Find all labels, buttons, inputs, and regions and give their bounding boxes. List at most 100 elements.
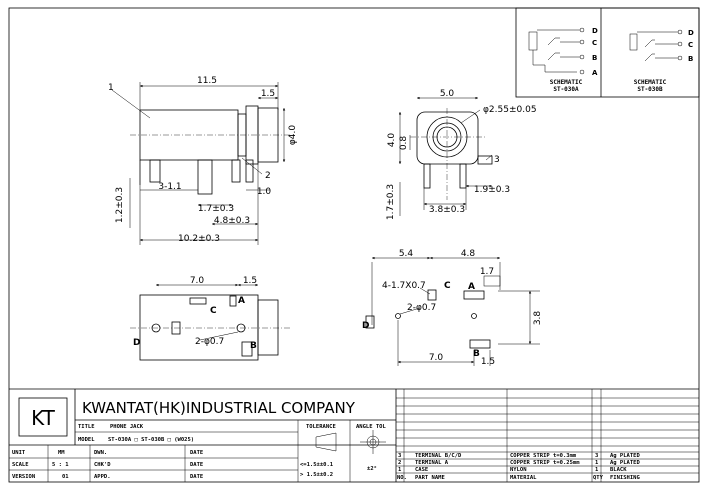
side-view: 11.5 1.5 φ4.0 3-1.1 1.0 1.7±0.3 4.8±0.3 … bbox=[108, 76, 298, 245]
part-row-3-material: NYLON bbox=[510, 467, 527, 473]
bottom-pin-c: C bbox=[210, 306, 217, 316]
schematic-a-model: ST-030A bbox=[553, 86, 579, 93]
pcb-dim-5-4: 5.4 bbox=[399, 249, 414, 259]
part-row-3-finish: BLACK bbox=[610, 467, 627, 473]
date-label-1: DATE bbox=[190, 450, 203, 456]
pcb-dim-hole: 2-φ0.7 bbox=[407, 303, 436, 313]
side-dim-3-1-1: 3-1.1 bbox=[158, 182, 181, 192]
front-dim-1-7: 1.7±0.3 bbox=[386, 184, 396, 220]
front-dim-5-0: 5.0 bbox=[440, 89, 455, 99]
date-label-3: DATE bbox=[190, 474, 203, 480]
side-dim-10-2: 10.2±0.3 bbox=[178, 234, 220, 244]
part-row-2-name: TERMINAL A bbox=[415, 460, 449, 466]
pcb-pin-a: A bbox=[468, 282, 475, 292]
bottom-pin-d: D bbox=[133, 338, 140, 348]
title-value: PHONE JACK bbox=[110, 424, 144, 430]
side-dim-1-2: 1.2±0.3 bbox=[115, 187, 125, 223]
parts-header-material: MATERIAL bbox=[510, 475, 537, 481]
schematic-a-pin-c: C bbox=[592, 39, 597, 47]
pcb-dim-1-5: 1.5 bbox=[481, 357, 495, 367]
projection-symbol bbox=[360, 430, 386, 454]
bottom-dim-7-0: 7.0 bbox=[190, 276, 205, 286]
schematic-b-pin-b: B bbox=[688, 55, 693, 63]
company-logo-box bbox=[18, 397, 68, 437]
bottom-pin-a: A bbox=[238, 296, 245, 306]
parts-header-name: PART NAME bbox=[415, 475, 445, 481]
tolerance-line-1: <=1.5±±0.1 bbox=[300, 462, 334, 468]
part-row-2-qty: 1 bbox=[595, 460, 599, 466]
pcb-dim-4-8: 4.8 bbox=[461, 249, 476, 259]
unit-value: MM bbox=[58, 450, 65, 456]
part-row-2-no: 2 bbox=[398, 460, 401, 466]
sheet-border bbox=[8, 7, 700, 483]
side-dim-1-0: 1.0 bbox=[257, 187, 272, 197]
front-view: 5.0 φ2.55±0.05 4.0 0.8 3 1.7±0.3 3.8±0.3… bbox=[386, 89, 537, 220]
angle-tol-label: ANGLE TOL bbox=[356, 424, 386, 430]
side-dim-1-7: 1.7±0.3 bbox=[198, 204, 234, 214]
pcb-dim-1-7: 1.7 bbox=[480, 267, 494, 277]
parts-header-no: NO. bbox=[397, 475, 407, 481]
part-row-1-material: COPPER STRIP t=0.3mm bbox=[510, 453, 577, 459]
bottom-dim-hole: 2-φ0.7 bbox=[195, 337, 224, 347]
schematic-b-pin-d: D bbox=[688, 29, 694, 37]
part-row-1-name: TERMINAL B/C/D bbox=[415, 453, 462, 459]
parts-header-qty: QTY bbox=[593, 475, 604, 481]
side-callout-1: 1 bbox=[108, 83, 114, 93]
bottom-dim-1-5: 1.5 bbox=[243, 276, 257, 286]
front-dim-3-8: 3.8±0.3 bbox=[429, 205, 465, 215]
tolerance-line-2: > 1.5±±0.2 bbox=[300, 472, 333, 478]
pcb-dim-slot: 4-1.7X0.7 bbox=[382, 281, 426, 291]
title-label: TITLE bbox=[78, 424, 95, 430]
side-dim-4-8: 4.8±0.3 bbox=[214, 216, 250, 226]
side-dim-diameter: φ4.0 bbox=[288, 125, 298, 146]
scale-label: SCALE bbox=[12, 462, 29, 468]
front-dim-4-0: 4.0 bbox=[387, 133, 397, 148]
part-row-2-material: COPPER STRIP t=0.25mm bbox=[510, 460, 580, 466]
pcb-layout: 5.4 4.8 1.7 4-1.7X0.7 C A D 2-φ0.7 B 3.8… bbox=[362, 249, 543, 367]
scale-value: 5 : 1 bbox=[52, 462, 69, 468]
schematic-a-label: SCHEMATIC bbox=[550, 79, 583, 86]
pcb-dim-7-0: 7.0 bbox=[429, 353, 444, 363]
pcb-dim-3-8: 3.8 bbox=[533, 311, 543, 326]
parts-header-finish: FINISHING bbox=[610, 475, 640, 481]
company-name: KWANTAT(HK)INDUSTRIAL COMPANY bbox=[82, 399, 356, 417]
part-row-3-name: CASE bbox=[415, 467, 428, 473]
schematic-a-pin-a: A bbox=[592, 69, 598, 77]
part-row-3-no: 1 bbox=[398, 467, 402, 473]
chkd-label: CHK'D bbox=[94, 462, 111, 468]
company-logo: KT bbox=[31, 406, 56, 430]
tolerance-taper-symbol bbox=[315, 432, 337, 452]
part-row-1-qty: 3 bbox=[595, 453, 598, 459]
pcb-pin-b: B bbox=[473, 349, 480, 359]
parts-table: 3 TERMINAL B/C/D COPPER STRIP t=0.3mm 3 … bbox=[396, 389, 699, 482]
part-row-1-no: 3 bbox=[398, 453, 401, 459]
front-dim-0-8: 0.8 bbox=[399, 136, 409, 151]
appd-label: APPD. bbox=[94, 474, 111, 480]
unit-label: UNIT bbox=[12, 450, 26, 456]
schematic-panel: D C B A SCHEMATIC ST-030A D C B SCHEMATI… bbox=[515, 7, 700, 98]
title-block: KT KWANTAT(HK)INDUSTRIAL COMPANY TITLE P… bbox=[9, 388, 699, 482]
model-value: ST-030A □ ST-030B □ (W025) bbox=[108, 437, 194, 443]
part-row-1-finish: Ag PLATED bbox=[610, 453, 640, 459]
date-label-2: DATE bbox=[190, 462, 203, 468]
front-dim-hole: φ2.55±0.05 bbox=[483, 105, 537, 115]
front-callout-3: 3 bbox=[494, 155, 500, 165]
angle-tol-value: ±2° bbox=[367, 466, 377, 472]
side-dim-length: 11.5 bbox=[197, 76, 217, 86]
version-label: VERSION bbox=[12, 474, 35, 480]
bottom-pin-b: B bbox=[250, 341, 257, 351]
schematic-b-label: SCHEMATIC bbox=[634, 79, 667, 86]
side-callout-2: 2 bbox=[265, 171, 271, 181]
pcb-pin-c: C bbox=[444, 281, 451, 291]
dwn-label: DWN. bbox=[94, 450, 107, 456]
schematic-b-pin-c: C bbox=[688, 41, 693, 49]
side-dim-1-5: 1.5 bbox=[261, 89, 275, 99]
version-value: 01 bbox=[62, 474, 69, 480]
model-label: MODEL bbox=[78, 437, 95, 443]
bottom-view: 7.0 1.5 A C B D 2-φ0.7 bbox=[130, 276, 290, 361]
schematic-a-pin-b: B bbox=[592, 54, 597, 62]
part-row-2-finish: Ag PLATED bbox=[610, 460, 640, 466]
front-dim-1-9: 1.9±0.3 bbox=[474, 185, 510, 195]
pcb-pin-d: D bbox=[362, 321, 369, 331]
